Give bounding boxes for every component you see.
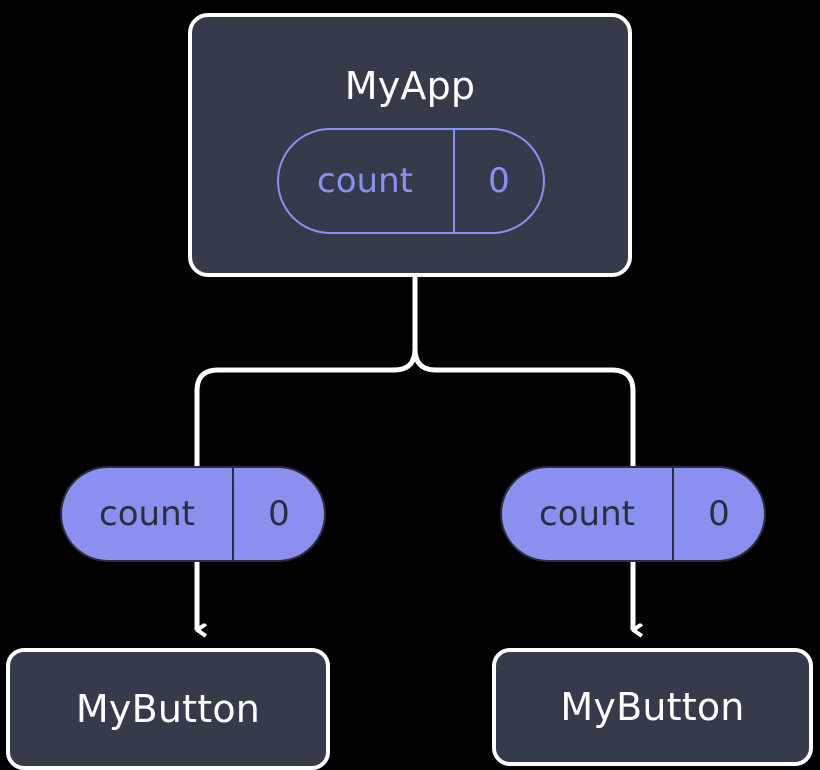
- state-pill-left-key: count: [99, 494, 195, 534]
- state-pill-left[interactable]: count 0: [60, 466, 326, 562]
- state-pill-myapp-key: count: [317, 161, 413, 201]
- state-pill-right-value: 0: [708, 494, 730, 534]
- node-mybutton-left[interactable]: MyButton: [6, 648, 330, 770]
- node-mybutton-right[interactable]: MyButton: [492, 648, 813, 766]
- state-pill-myapp-divider: [453, 130, 455, 232]
- state-pill-right-divider: [672, 468, 674, 560]
- state-pill-right[interactable]: count 0: [500, 466, 766, 562]
- node-myapp-label: MyApp: [344, 64, 476, 108]
- state-pill-myapp-value: 0: [488, 161, 510, 201]
- state-pill-left-divider: [232, 468, 234, 560]
- node-mybutton-right-label: MyButton: [560, 685, 745, 729]
- state-pill-right-key: count: [539, 494, 635, 534]
- state-pill-left-value: 0: [268, 494, 290, 534]
- state-pill-myapp[interactable]: count 0: [277, 128, 545, 234]
- edge-root-split: [194, 277, 636, 466]
- node-mybutton-left-label: MyButton: [75, 687, 261, 731]
